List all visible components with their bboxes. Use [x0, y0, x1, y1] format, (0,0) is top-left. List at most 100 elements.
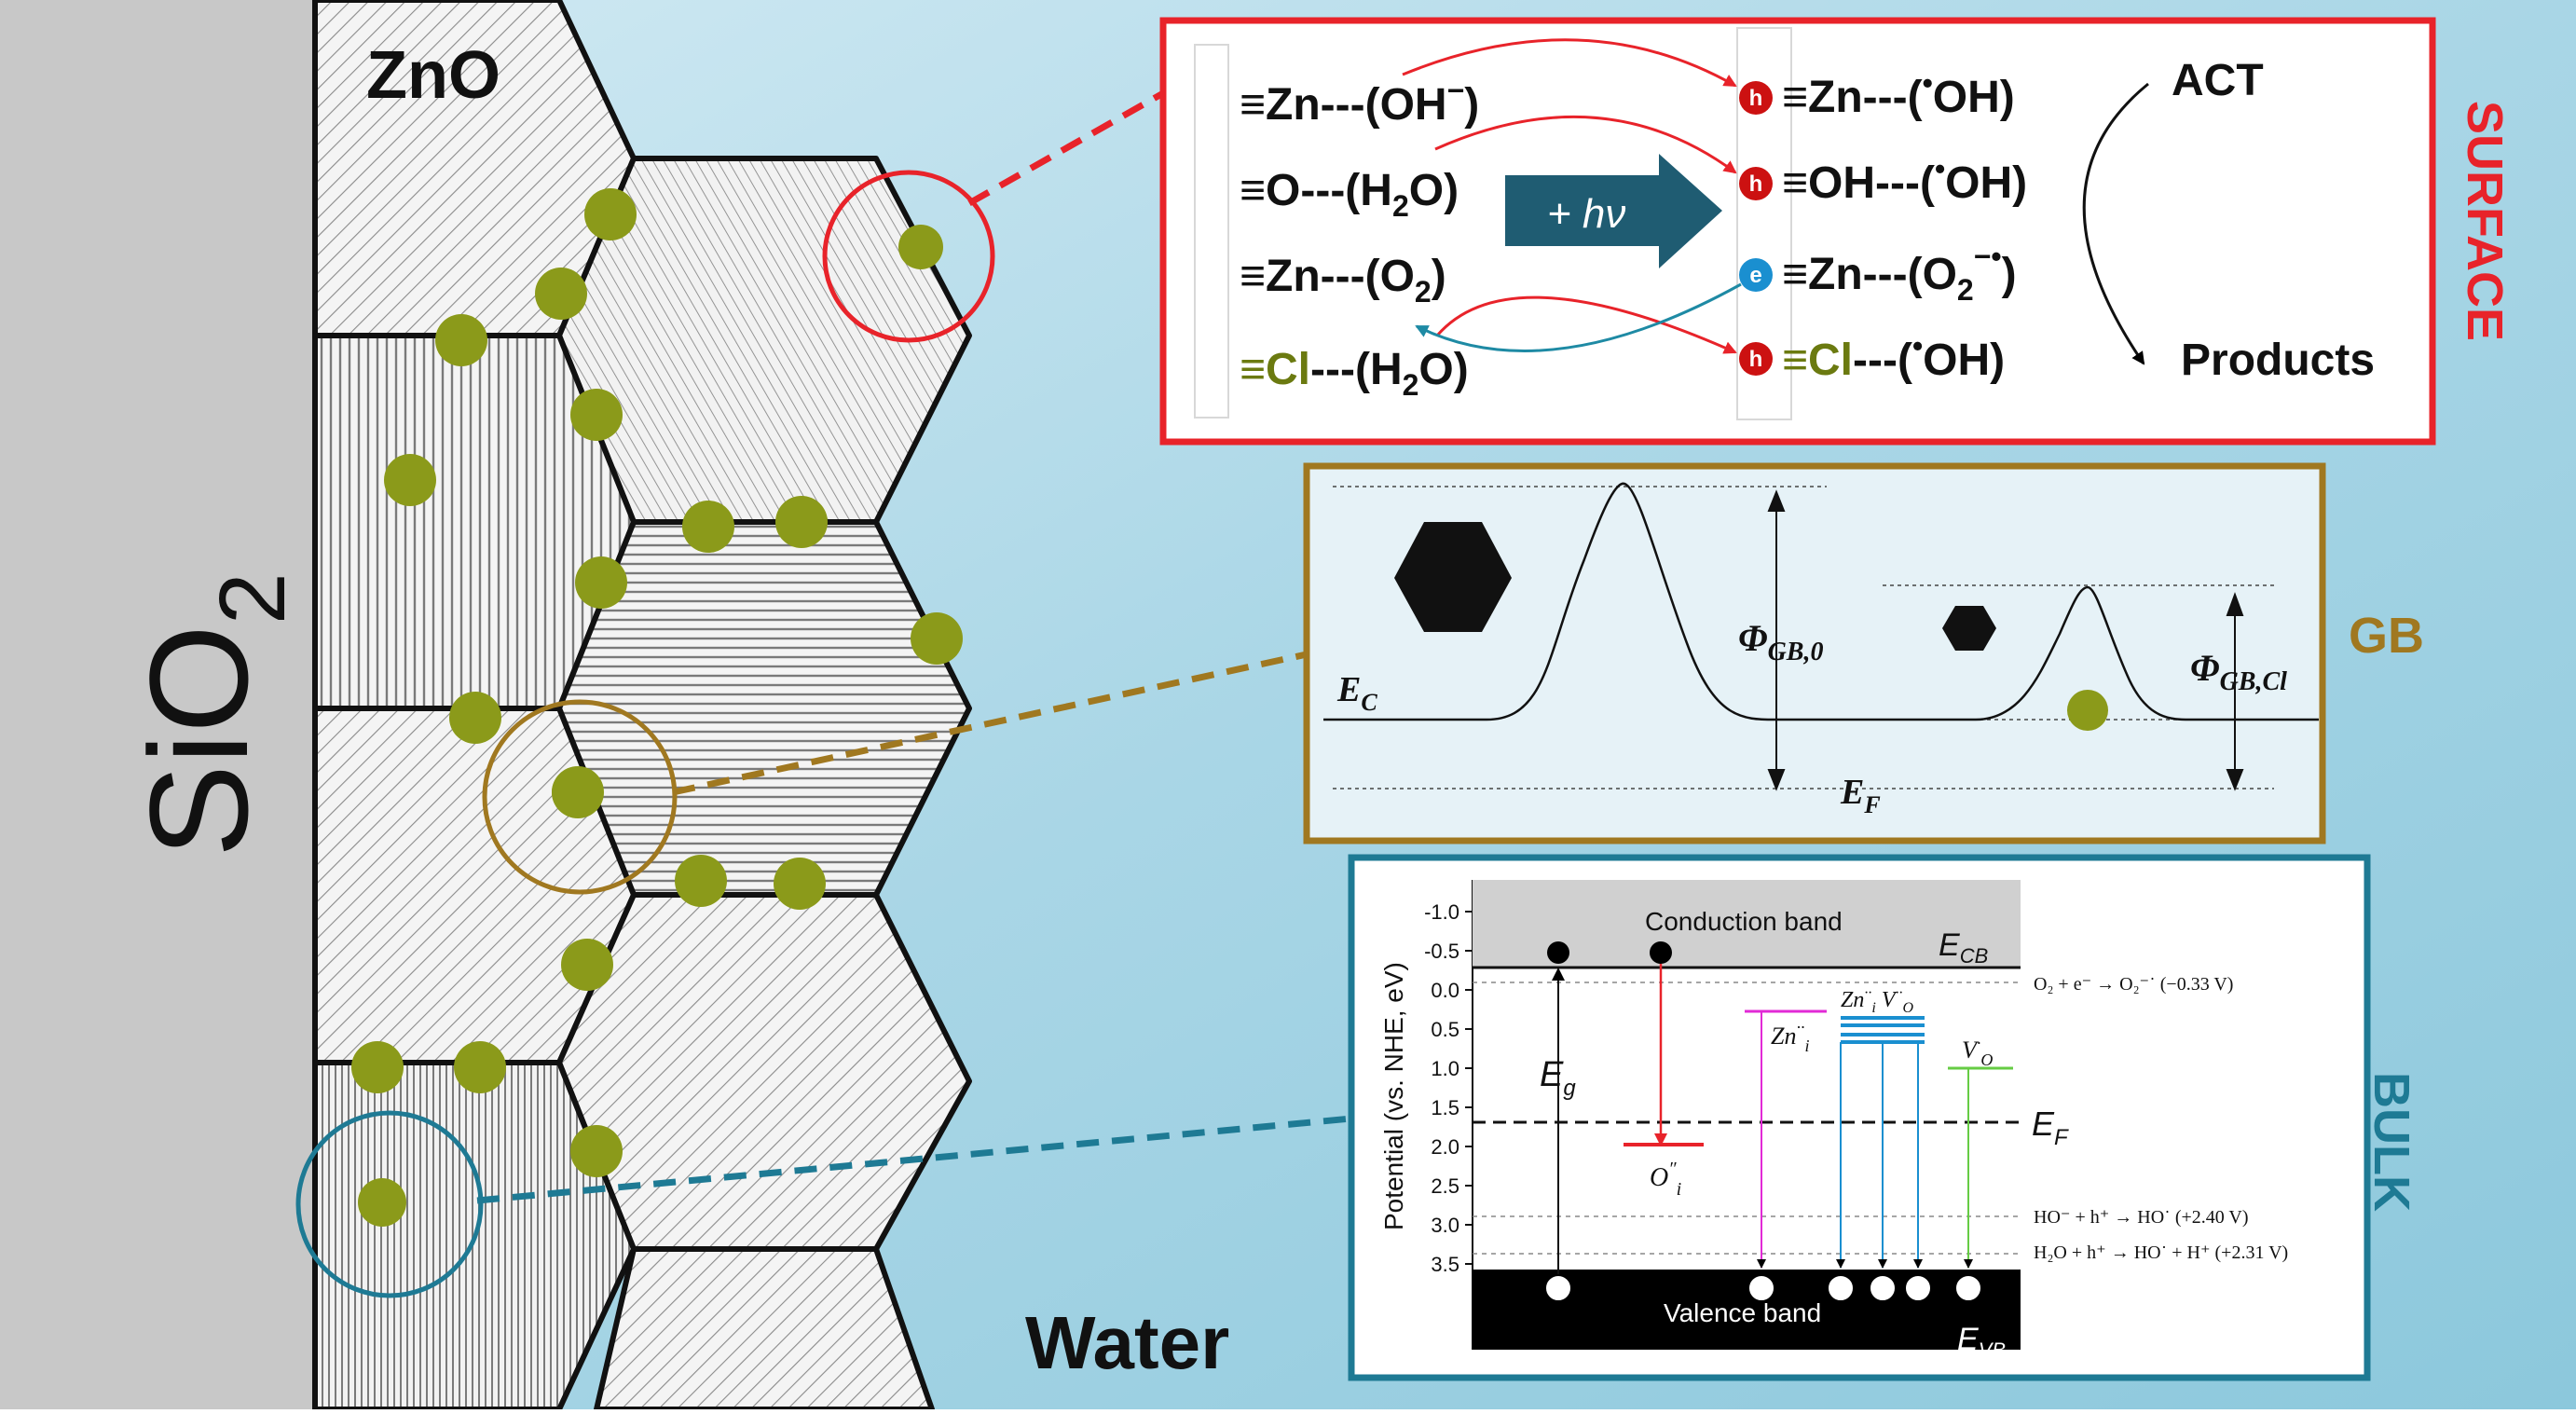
phi-gbcl-label: ΦGB,Cl: [2190, 647, 2287, 696]
bulk-ytick-label: 1.5: [1431, 1096, 1459, 1119]
conduction-band-label: Conduction band: [1645, 907, 1843, 936]
bulk-yaxis-label: Potential (vs. NHE, eV): [1379, 962, 1408, 1230]
surface-panel: ≡Zn---(OH−) ≡O---(H2O) ≡Zn---(O2) ≡Cl---…: [1159, 17, 2513, 446]
product-1: ≡Zn---(•OH): [1782, 66, 2015, 122]
zno-label: ZnO: [366, 38, 500, 113]
surface-box: [1159, 17, 2436, 446]
bulk-ytick-label: 0.5: [1431, 1018, 1459, 1041]
evb-label: EVB: [1957, 1322, 2006, 1362]
cl-dot: [435, 314, 487, 366]
bulk-title: BULK: [2364, 1072, 2419, 1212]
vb-hole: [1869, 1274, 1897, 1302]
vb-hole: [1904, 1274, 1932, 1302]
grain-bottom-right: [594, 1246, 935, 1412]
sio2-substrate: [0, 0, 315, 1409]
gb-ef-label: EF: [1840, 773, 1881, 818]
gb-connector: [672, 651, 1308, 796]
cl-dot: [675, 855, 727, 907]
cl-dot: [561, 939, 613, 991]
cl-dot: [535, 268, 587, 320]
gb-cl-dot: [2067, 690, 2108, 731]
rxn2-label: HO⁻ + h⁺ → HO˙ (+2.40 V): [2034, 1207, 2249, 1228]
svg-text:h: h: [1749, 172, 1763, 197]
reactant-1: ≡Zn---(OH−): [1240, 74, 1479, 130]
water-label: Water: [1025, 1301, 1229, 1384]
products-label: Products: [2181, 336, 2375, 385]
hole-badge: [1739, 342, 1773, 376]
bulk-ytick-label: 3.0: [1431, 1214, 1459, 1237]
svg-text:h: h: [1749, 86, 1763, 111]
eg-label: Eg: [1540, 1055, 1576, 1101]
cl-dot: [570, 1125, 623, 1177]
rxn1-label: O₂ + e⁻ → O₂⁻˙ (−0.33 V): [2034, 974, 2233, 995]
zoom-markers: [295, 89, 1352, 1298]
light-arrow: + hν: [1505, 154, 1722, 268]
electron-badge: [1739, 258, 1773, 292]
product-2: ≡OH---(•OH): [1782, 152, 2027, 208]
bulk-ytick-label: 2.5: [1431, 1174, 1459, 1198]
vb-hole: [1544, 1274, 1572, 1302]
bulk-panel: Potential (vs. NHE, eV) -1.0 -0.5 0.0 0.5 1.…: [1348, 854, 2419, 1381]
reactant-2: ≡O---(H2O): [1240, 166, 1459, 223]
reaction-arrow: [1415, 282, 1742, 352]
bulk-ytick-label: 0.0: [1431, 979, 1459, 1002]
bulk-ytick-label: -1.0: [1424, 900, 1459, 924]
svg-text:SiO2: SiO2: [120, 572, 305, 858]
surface-connector: [967, 89, 1165, 207]
cl-dot: [570, 389, 623, 441]
bulk-ytick-label: -0.5: [1424, 940, 1459, 963]
bulk-zoom-circle: [295, 1110, 484, 1298]
svg-text:h: h: [1749, 347, 1763, 372]
reaction-arrow: [1402, 38, 1737, 88]
gb-zoom-circle: [482, 699, 678, 895]
hole-badge: [1739, 167, 1773, 200]
cl-dot: [774, 858, 826, 910]
gb-ec-label: EC: [1336, 670, 1377, 716]
bulk-ytick-label: 1.0: [1431, 1057, 1459, 1080]
cl-dot: [911, 612, 963, 665]
bulk-ef-label: EF: [2032, 1105, 2069, 1150]
vb-hole: [1954, 1274, 1982, 1302]
cl-dot: [351, 1041, 404, 1093]
reaction-arrow: [1435, 295, 1737, 354]
cl-dot: [454, 1041, 506, 1093]
large-grain-icon: [1394, 522, 1512, 632]
cb-electron: [1547, 941, 1569, 964]
product-3: ≡Zn---(O2−•): [1782, 240, 2017, 307]
reactant-4: ≡Cl---(H2O): [1240, 345, 1469, 402]
small-grain-icon: [1942, 606, 1996, 651]
ecb-label: ECB: [1939, 927, 1988, 968]
product-4: ≡Cl---(•OH): [1782, 329, 2005, 385]
bulk-ytick-label: 2.0: [1431, 1135, 1459, 1159]
cl-dot: [384, 454, 436, 506]
vb-hole: [1827, 1274, 1855, 1302]
oi-label: O″i: [1650, 1159, 1681, 1200]
surface-bar-left: [1194, 44, 1229, 419]
carrier-badges: h h e h: [1739, 81, 1773, 376]
bulk-ytick-label: 3.5: [1431, 1253, 1459, 1276]
act-arrow: [2082, 82, 2149, 365]
light-arrow-label: + hν: [1547, 191, 1625, 237]
gb-band-curve: [1323, 482, 2319, 721]
phi-gb0-label: ΦGB,0: [1738, 617, 1823, 666]
valence-band-label: Valence band: [1664, 1298, 1821, 1327]
cl-dot: [584, 188, 637, 240]
rxn3-label: H₂O + h⁺ → HO˙ + H⁺ (+2.31 V): [2034, 1242, 2288, 1263]
zno-grains: [312, 0, 972, 1412]
reaction-arrow: [1434, 115, 1737, 174]
gb-title: GB: [2349, 608, 2424, 664]
cl-dot: [575, 556, 627, 609]
cb-electron: [1650, 941, 1672, 964]
sio2-label: SiO2: [120, 572, 305, 858]
cl-dot: [775, 496, 828, 548]
cl-dot: [358, 1178, 406, 1227]
cl-dot: [552, 768, 600, 817]
cl-dot: [449, 692, 501, 744]
bulk-connector: [476, 1115, 1352, 1204]
hole-badge: [1739, 81, 1773, 115]
surface-title: SURFACE: [2457, 101, 2513, 341]
vo-label: V·O: [1962, 1034, 1993, 1069]
gb-panel: EC EF ΦGB,0 ΦGB,Cl GB: [1303, 462, 2424, 844]
